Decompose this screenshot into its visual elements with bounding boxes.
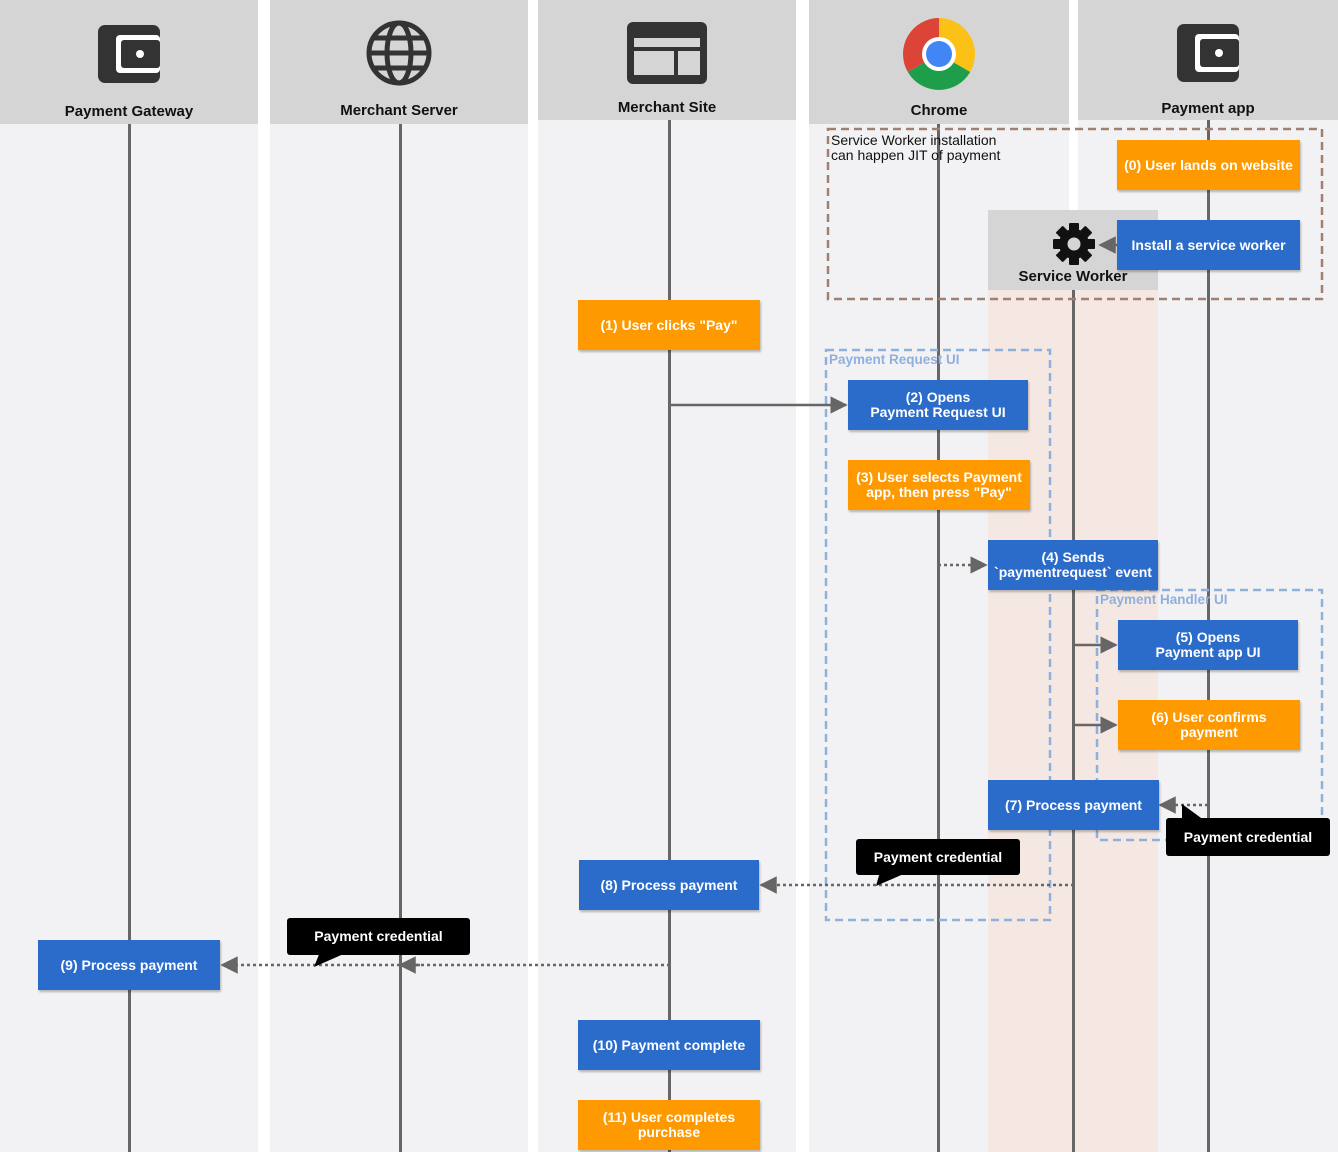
lifeline	[937, 124, 940, 1152]
step-install-service-worker: Install a service worker	[1117, 220, 1300, 270]
step-5-opens-payment-app-ui: (5) Opens Payment app UI	[1118, 620, 1298, 670]
step-7-process-payment: (7) Process payment	[988, 780, 1159, 830]
lane-title: Merchant Server	[340, 102, 458, 119]
step-10-payment-complete: (10) Payment complete	[578, 1020, 760, 1070]
lifeline	[1072, 290, 1075, 1152]
step-0-user-lands: (0) User lands on website	[1117, 140, 1300, 190]
callout-tail	[876, 872, 908, 886]
callout-tail	[314, 952, 348, 967]
step-11-user-completes-purchase: (11) User completes purchase	[578, 1100, 760, 1150]
globe-icon	[366, 20, 432, 91]
step-9-process-payment: (9) Process payment	[38, 940, 220, 990]
wallet-icon	[1177, 24, 1239, 87]
payment-credential-callout: Payment credential	[287, 918, 470, 955]
lane-merchant-site: Merchant Site	[538, 0, 796, 1152]
lane-title: Payment Gateway	[64, 103, 194, 120]
payment-request-ui-frame	[824, 348, 1052, 922]
step-2-opens-payment-request-ui: (2) Opens Payment Request UI	[848, 380, 1028, 430]
payment-credential-callout: Payment credential	[856, 839, 1020, 875]
gear-icon	[1052, 222, 1096, 271]
payment-handler-ui-label: Payment Handler UI	[1100, 592, 1228, 607]
payment-credential-callout: Payment credential	[1166, 818, 1330, 856]
chrome-logo-icon	[901, 16, 977, 97]
lifeline	[128, 124, 131, 1152]
lane-title: Payment app	[1161, 100, 1255, 117]
lane-title: Chrome	[910, 102, 968, 119]
payment-request-ui-label: Payment Request UI	[829, 352, 960, 367]
step-6-user-confirms-payment: (6) User confirms payment	[1118, 700, 1300, 750]
step-1-user-clicks-pay: (1) User clicks "Pay"	[578, 300, 760, 350]
install-frame	[826, 127, 1324, 301]
lifeline	[668, 120, 671, 1152]
webpage-layout-icon	[627, 22, 707, 89]
install-note: Service Worker installation can happen J…	[831, 132, 1001, 163]
step-4-sends-paymentrequest-event: (4) Sends `paymentrequest` event	[988, 540, 1158, 590]
lifeline	[399, 124, 402, 1152]
lane-title: Merchant Site	[617, 99, 717, 116]
wallet-icon	[98, 25, 160, 88]
service-worker-title: Service Worker	[1018, 268, 1128, 285]
step-3-user-selects-payment-app: (3) User selects Payment app, then press…	[848, 460, 1030, 510]
step-8-process-payment: (8) Process payment	[579, 860, 759, 910]
